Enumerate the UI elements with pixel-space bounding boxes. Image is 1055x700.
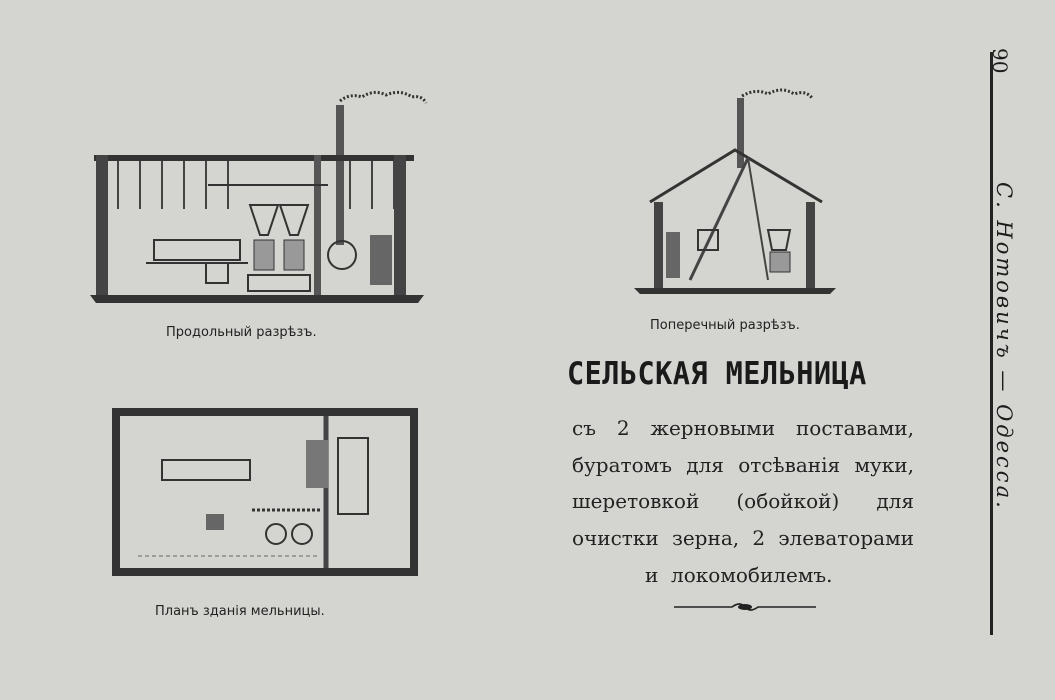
word: для bbox=[686, 453, 724, 477]
cross-section-figure bbox=[634, 88, 836, 294]
longitudinal-section-figure bbox=[90, 90, 428, 303]
word: для bbox=[876, 489, 914, 513]
mill-plan-caption: Планъ зданія мельницы. bbox=[155, 604, 325, 619]
description-line-3: шеретовкой (обойкой) для bbox=[572, 489, 914, 513]
mill-plan-figure bbox=[112, 408, 418, 576]
word: поставами, bbox=[795, 416, 914, 440]
word: 2 bbox=[616, 416, 630, 440]
page-number: 90 bbox=[988, 48, 1012, 74]
decorative-ornament bbox=[674, 603, 816, 611]
word: 2 bbox=[752, 526, 766, 550]
word: зерна, bbox=[671, 526, 740, 550]
word: (обойкой) bbox=[736, 489, 840, 513]
running-head: С. Нотовичъ — Одесса. bbox=[992, 182, 1016, 511]
word: жерновыми bbox=[650, 416, 776, 440]
word: муки, bbox=[854, 453, 914, 477]
margin-rule bbox=[990, 52, 993, 635]
description-line-2: буратомъ для отсѣванія муки, bbox=[572, 453, 914, 477]
cross-section-caption: Поперечный разрѣзъ. bbox=[650, 318, 800, 333]
word: шеретовкой bbox=[572, 489, 700, 513]
word: отсѣванія bbox=[738, 453, 841, 477]
description-line-4: очистки зерна, 2 элеваторами bbox=[572, 526, 914, 550]
mill-heading: СЕЛЬСКАЯ МЕЛЬНИЦА bbox=[567, 356, 867, 392]
longitudinal-section-caption: Продольный разрѣзъ. bbox=[166, 325, 317, 340]
description-line-1: съ 2 жерновыми поставами, bbox=[572, 416, 914, 440]
description-line-5: и локомобилемъ. bbox=[645, 563, 833, 587]
word: буратомъ bbox=[572, 453, 672, 477]
word: съ bbox=[572, 416, 596, 440]
word: элеваторами bbox=[778, 526, 914, 550]
word: очистки bbox=[572, 526, 659, 550]
